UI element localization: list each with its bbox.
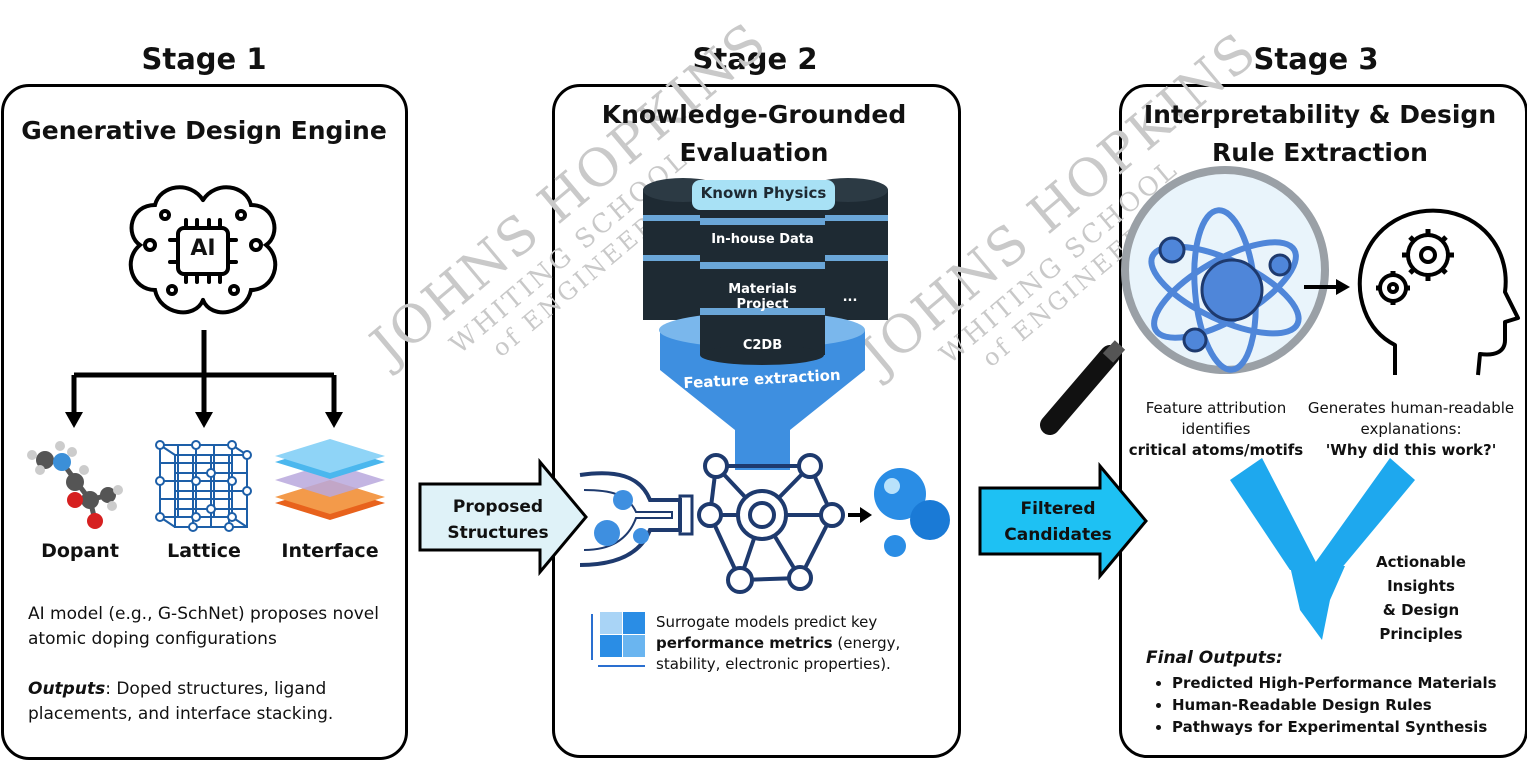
dopant-molecule-icon xyxy=(27,441,123,529)
head-gears-icon xyxy=(1357,208,1520,376)
arrow-down-lattice xyxy=(195,412,213,428)
arrow2-label: Filtered Candidates xyxy=(984,496,1132,548)
feature-attribution-text: Feature attribution identifies critical … xyxy=(1126,398,1306,461)
actionable-insights-text: Actionable Insights & Design Principles xyxy=(1342,550,1500,646)
arrow1-label: Proposed Structures xyxy=(424,494,572,546)
stage3-title-line1: Interpretability & Design xyxy=(1143,100,1497,129)
stage1-heading: Stage 1 xyxy=(141,42,267,76)
lattice-nodes xyxy=(155,440,252,532)
db-label-more: ... xyxy=(842,290,858,305)
known-physics-badge xyxy=(692,180,835,210)
funnel-body xyxy=(660,330,865,470)
db-label-known-physics: Known Physics xyxy=(700,184,827,202)
converging-arrow-icon xyxy=(1230,458,1415,640)
attr-line1: Feature attribution xyxy=(1145,399,1287,417)
stage3-title-line2: Rule Extraction xyxy=(1212,138,1428,167)
final-output-item: Human-Readable Design Rules xyxy=(1172,694,1518,716)
stage1-description: AI model (e.g., G-SchNet) proposes novel… xyxy=(28,604,379,649)
final-outputs-list: Predicted High-Performance Materials Hum… xyxy=(1148,672,1518,738)
insights-line2: & Design Principles xyxy=(1379,601,1463,643)
arrow1-line2: Structures xyxy=(447,523,549,543)
item-interface-label: Interface xyxy=(281,540,379,562)
db-label-materials-project: Materials Project xyxy=(728,282,797,312)
outputs-label: Outputs xyxy=(28,679,106,699)
stage1-outputs: Outputs: Doped structures, ligand placem… xyxy=(28,677,368,727)
stage2-title: Knowledge-Grounded Evaluation xyxy=(560,96,948,172)
stage2-desc-part2: (energy, stability, electronic propertie… xyxy=(656,634,901,673)
stage2-desc-bold: performance metrics xyxy=(656,634,833,652)
arrow1-line1: Proposed xyxy=(452,497,544,517)
arrow-down-interface xyxy=(325,412,343,428)
tree-connector xyxy=(71,330,337,415)
db-label-c2db: C2DB xyxy=(742,338,783,353)
stage1-title: Generative Design Engine xyxy=(21,116,387,145)
final-output-item: Predicted High-Performance Materials xyxy=(1172,672,1518,694)
stage2-heading: Stage 2 xyxy=(692,42,818,76)
stage2-description: Surrogate models predict key performance… xyxy=(656,612,951,675)
ai-chip-label: AI xyxy=(190,236,216,261)
stage3-heading: Stage 3 xyxy=(1253,42,1379,76)
stage2-desc-part1: Surrogate models predict key xyxy=(656,613,878,631)
arrow-down-dopant xyxy=(65,412,83,428)
final-outputs-label: Final Outputs: xyxy=(1146,648,1283,668)
interface-layers-icon xyxy=(275,439,385,520)
stage2-title-line1: Knowledge-Grounded xyxy=(601,100,907,129)
magnifier-icon xyxy=(1040,166,1329,435)
stage2-title-line2: Evaluation xyxy=(679,138,829,167)
brain-ai-icon xyxy=(128,185,278,315)
arrow2-line1: Filtered xyxy=(1020,499,1096,519)
arrow2-line2: Candidates xyxy=(1004,525,1112,545)
database-stack-center xyxy=(700,185,825,365)
final-output-item: Pathways for Experimental Synthesis xyxy=(1172,716,1518,738)
gen-line1: Generates human-readable xyxy=(1307,399,1515,417)
item-lattice-label: Lattice xyxy=(167,540,241,562)
gen-line2: explanations: xyxy=(1360,420,1462,438)
input-pipe-icon xyxy=(579,471,694,567)
generates-explanations-text: Generates human-readable explanations: '… xyxy=(1302,398,1520,461)
insights-line1: Actionable Insights xyxy=(1376,553,1466,595)
gen-bold: 'Why did this work?' xyxy=(1325,441,1497,459)
attr-bold: critical atoms/motifs xyxy=(1128,441,1304,459)
attr-line2: identifies xyxy=(1181,420,1251,438)
gear-teeth xyxy=(1376,229,1454,305)
outputs-text: : Doped structures, ligand placements, a… xyxy=(28,679,334,724)
stage3-title: Interpretability & Design Rule Extractio… xyxy=(1126,96,1514,172)
db-label-in-house: In-house Data xyxy=(711,232,814,247)
neural-network-icon xyxy=(697,453,845,594)
surrogate-grid-icon xyxy=(591,612,645,667)
item-dopant-label: Dopant xyxy=(41,540,119,562)
